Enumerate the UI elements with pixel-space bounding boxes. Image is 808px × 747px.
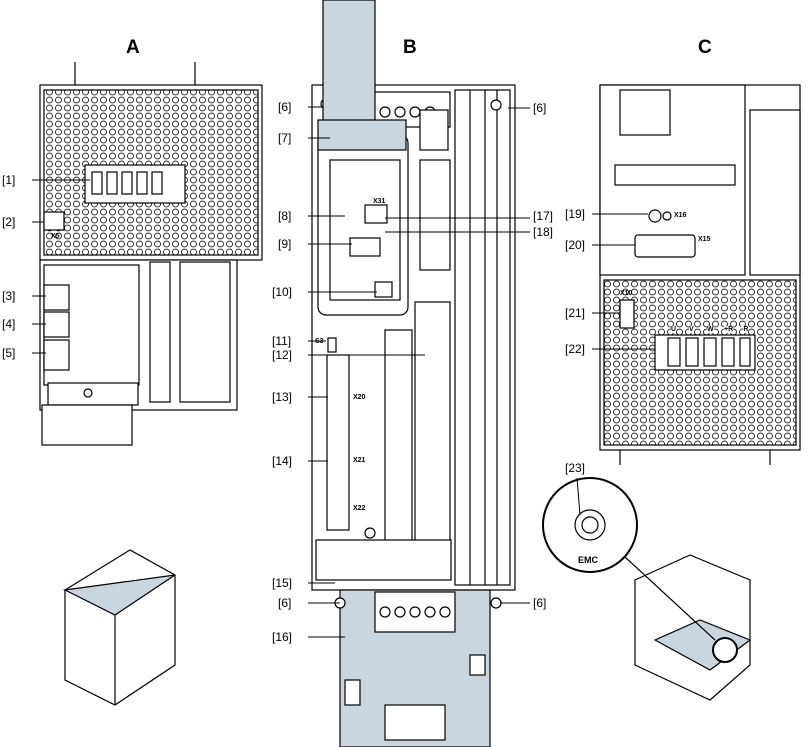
isometric-view-c — [634, 554, 752, 701]
device-a — [39, 62, 263, 446]
terminal-minus-r: -R — [741, 326, 749, 333]
view-label-c: C — [698, 37, 712, 58]
callout-lines — [32, 106, 655, 638]
callout-5: [5] — [2, 346, 16, 360]
connector-x22: X22 — [353, 505, 366, 512]
emc-magnifier — [542, 477, 716, 641]
terminal-plus-r: +R — [724, 326, 734, 333]
callout-14: [14] — [272, 454, 293, 468]
callout-10: [10] — [272, 285, 293, 299]
callout-22: [22] — [565, 342, 586, 356]
callout-23: [23] — [565, 461, 586, 475]
connector-x16: X16 — [674, 212, 687, 219]
terminal-w: W — [707, 326, 714, 333]
callout-3: [3] — [2, 289, 16, 303]
callout-17: [17] — [533, 209, 554, 223]
callout-1: [1] — [2, 173, 16, 187]
callout-8: [8] — [278, 209, 292, 223]
terminal-u: U — [671, 326, 677, 333]
emc-label: EMC — [578, 555, 598, 565]
callout-15: [15] — [272, 576, 293, 590]
callout-20: [20] — [565, 238, 586, 252]
callout-6: [6] — [533, 596, 547, 610]
connector-x15: X15 — [698, 236, 711, 243]
view-label-b: B — [403, 37, 417, 58]
callout-9: [9] — [278, 237, 292, 251]
terminal-v: V — [689, 326, 694, 333]
callout-6: [6] — [533, 101, 547, 115]
callout-4: [4] — [2, 317, 16, 331]
connector-x21: X21 — [353, 457, 366, 464]
callout-21: [21] — [565, 306, 586, 320]
callout-13: [13] — [272, 390, 293, 404]
callout-16: [16] — [272, 630, 293, 644]
view-label-a: A — [126, 37, 140, 58]
callout-6: [6] — [278, 100, 292, 114]
isometric-view-a — [62, 549, 176, 706]
device-c — [599, 84, 801, 465]
callout-2: [2] — [2, 215, 16, 229]
connector-x10: X10 — [620, 290, 633, 297]
switch-s3: S3 — [315, 338, 324, 345]
callout-19: [19] — [565, 207, 586, 221]
callout-12: [12] — [272, 348, 293, 362]
callout-7: [7] — [278, 131, 292, 145]
callout-11: [11] — [272, 334, 292, 348]
connector-x5: X5 — [51, 233, 60, 240]
connector-x20: X20 — [353, 394, 366, 401]
callout-6: [6] — [278, 596, 292, 610]
connector-x31: X31 — [373, 198, 386, 205]
device-b — [311, 0, 516, 747]
callout-18: [18] — [533, 225, 554, 239]
